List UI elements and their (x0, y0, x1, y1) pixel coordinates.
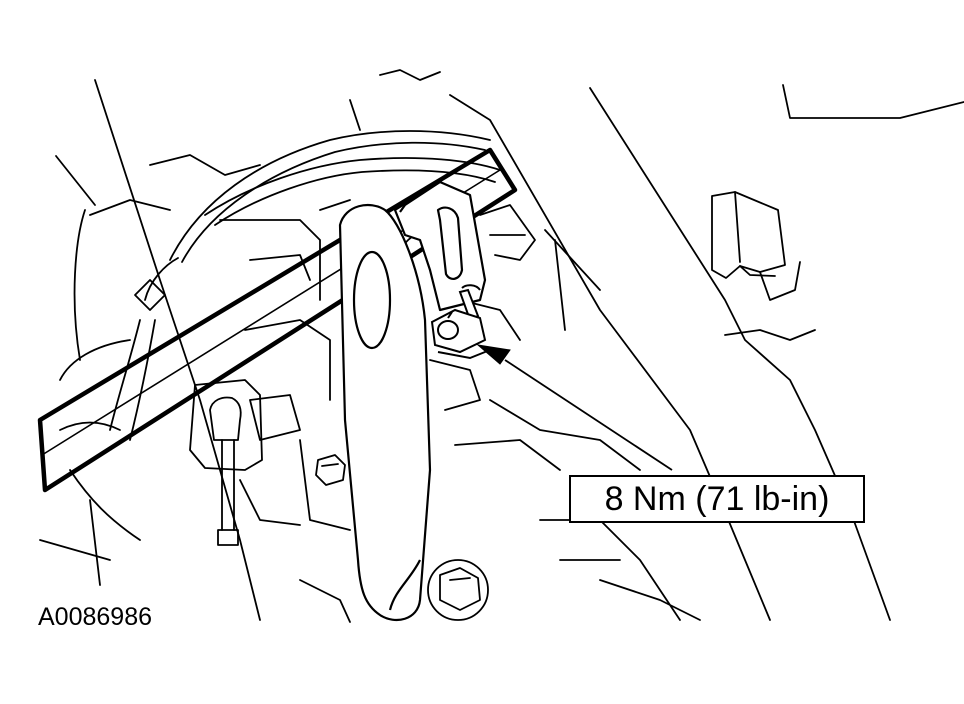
bolt-head-left (315, 454, 346, 486)
torque-callout-text: 8 Nm (71 lb-in) (604, 479, 830, 518)
engine-left-structure (39, 69, 536, 623)
torque-callout-box: 8 Nm (71 lb-in) (569, 475, 865, 523)
linkage-arm (338, 203, 432, 622)
right-body-panel (449, 84, 964, 621)
clip-bracket (711, 191, 801, 301)
arrow-icon (476, 344, 511, 365)
leader-line (476, 344, 673, 471)
stud-and-nut (430, 284, 491, 360)
bracket-with-slot (393, 180, 487, 312)
figure-id-label: A0086986 (38, 603, 153, 631)
bolt-head-lower (427, 559, 489, 621)
sensor-connector (189, 379, 263, 546)
